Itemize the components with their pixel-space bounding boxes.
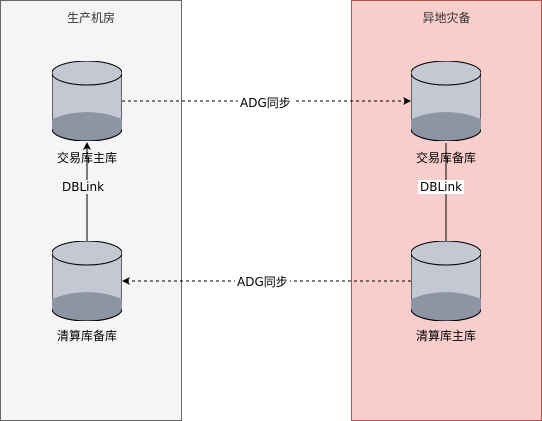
trade-primary-label: 交易库主库	[56, 151, 117, 165]
trade-standby-db-icon	[411, 61, 481, 141]
dblink-right-label: DBLink	[418, 180, 465, 194]
adg-top-label: ADG同步	[238, 94, 293, 111]
dblink-left-label: DBLink	[60, 180, 107, 194]
trade-primary-db-icon	[52, 61, 122, 141]
adg-bottom-label: ADG同步	[235, 273, 290, 290]
clearing-primary-db-icon	[411, 241, 481, 321]
production-zone-title: 生产机房	[66, 11, 115, 25]
trade-standby-label: 交易库备库	[415, 151, 476, 165]
disaster-recovery-zone-title: 异地灾备	[422, 11, 471, 25]
clearing-standby-db-icon	[52, 241, 122, 321]
disaster-recovery-zone: 异地灾备	[351, 0, 542, 421]
clearing-primary-label: 清算库主库	[415, 329, 476, 343]
clearing-standby-label: 清算库备库	[56, 329, 117, 343]
